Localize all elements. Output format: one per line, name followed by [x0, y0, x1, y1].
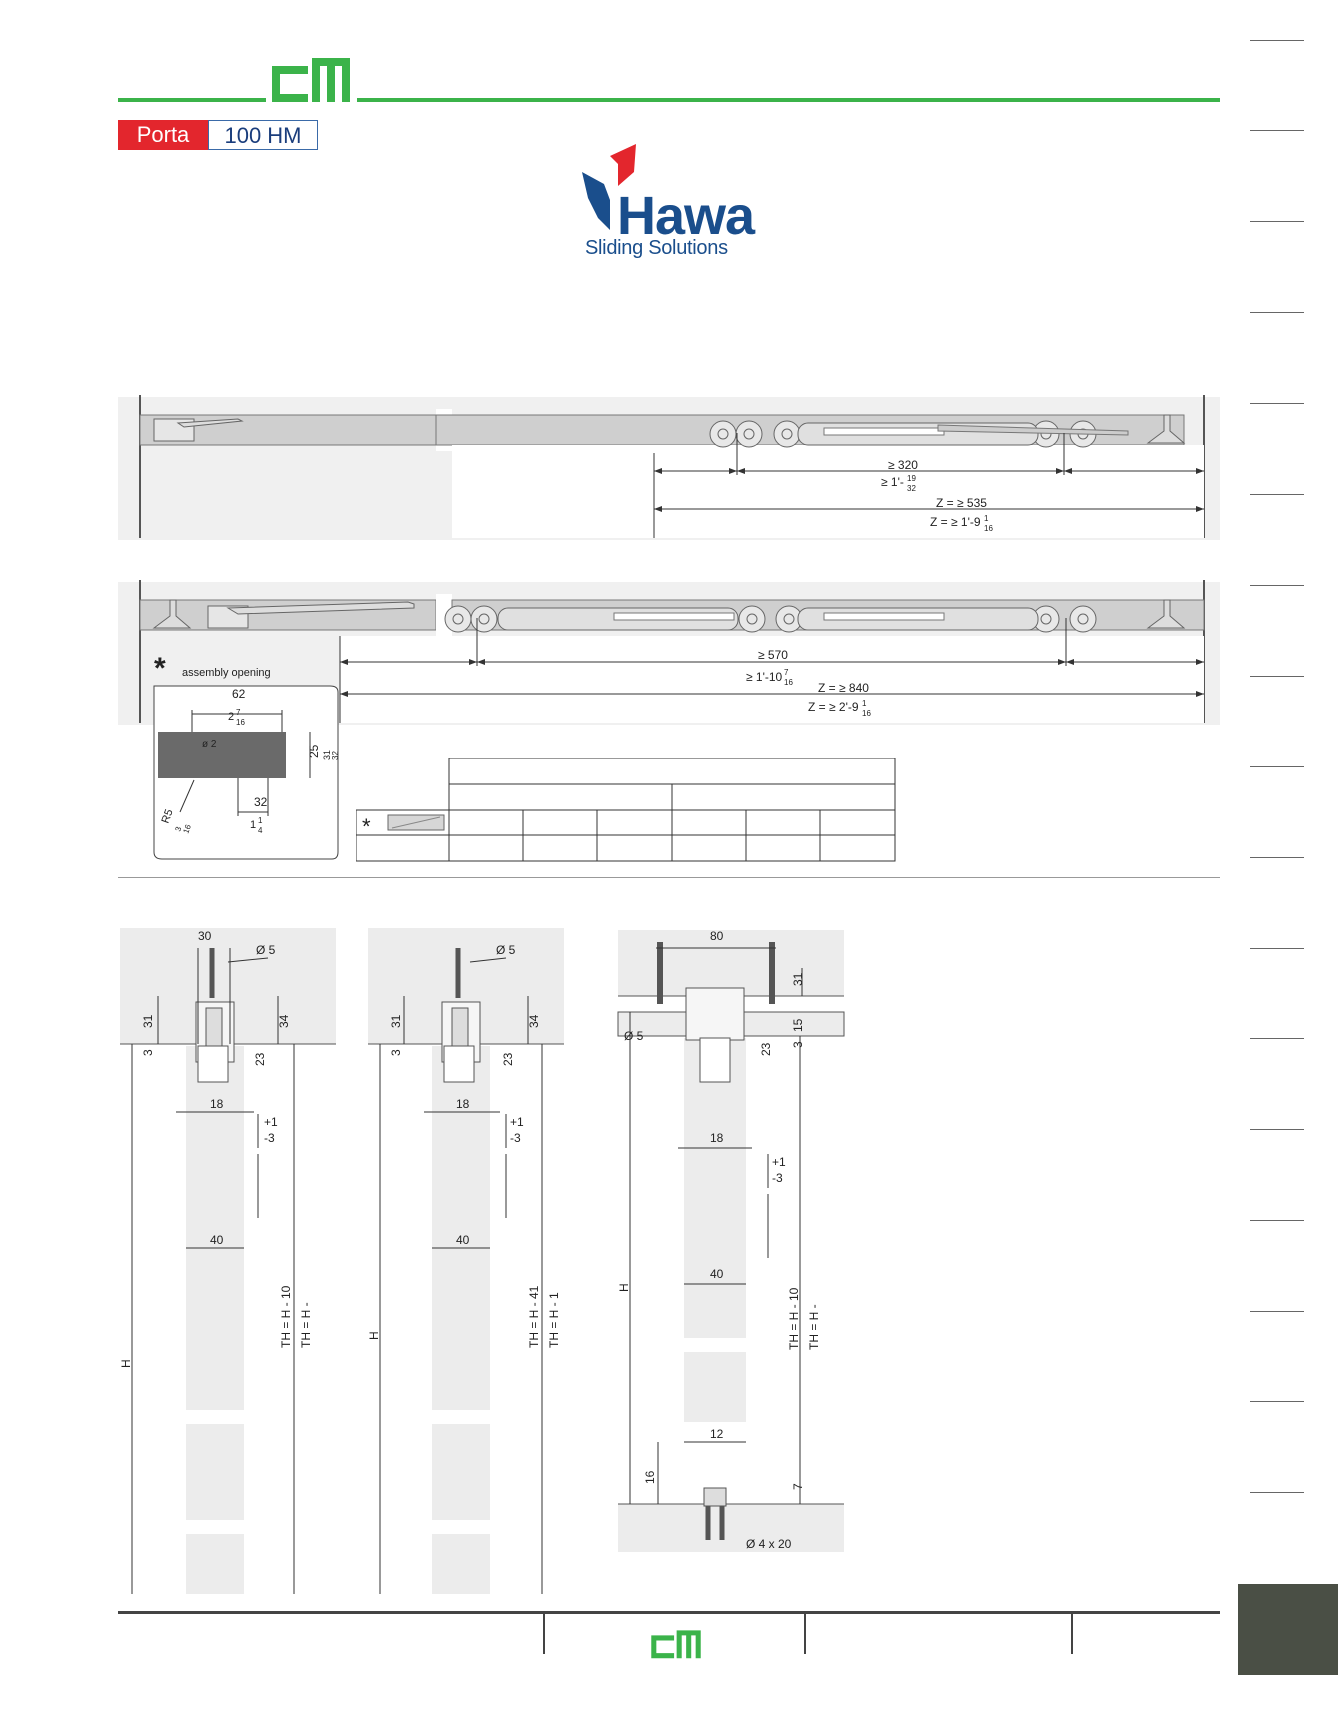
svg-text:1: 1	[258, 816, 263, 825]
dim-min-570: ≥ 570	[758, 648, 788, 662]
footer-cm-logo	[651, 1630, 701, 1659]
sec3-w80: 80	[710, 929, 724, 943]
dim-min-320: ≥ 320	[888, 458, 918, 472]
sec3-h23: 23	[759, 1042, 773, 1056]
footer-divider-1	[543, 1614, 545, 1654]
hawa-logo-icon	[582, 144, 636, 230]
assembly-opening-label: assembly opening	[182, 667, 271, 679]
svg-text:*: *	[362, 814, 371, 839]
dim-min-570-imp: ≥ 1'-10	[746, 670, 783, 684]
svg-text:2: 2	[228, 711, 234, 723]
svg-text:*: *	[154, 652, 166, 685]
sec3-adj-minus: -3	[772, 1171, 783, 1185]
assembly-w62: 62	[232, 687, 246, 701]
svg-text:1: 1	[984, 514, 989, 523]
dim-z-535-imp: Z = ≥ 1'-9	[930, 515, 981, 529]
sec1-adj-plus: +1	[264, 1115, 278, 1129]
section-detail-3: 80 Ø 5 31 15 3 23 18 +1 -3 40 H TH = H -…	[617, 929, 845, 1552]
footer-divider-2	[804, 1614, 806, 1654]
sec2-w18: 18	[456, 1097, 470, 1111]
dim-min-320-imp: ≥ 1'-	[881, 475, 904, 489]
sec2-w40: 40	[456, 1233, 470, 1247]
assembly-dia2: ø 2	[202, 739, 217, 750]
svg-text:19: 19	[907, 474, 916, 483]
sec3-h: H	[617, 1283, 631, 1292]
header-rule-right	[357, 98, 1220, 102]
sec3-screw: Ø 4 x 20	[746, 1537, 792, 1551]
section-detail-2: Ø 5 31 34 3 23 18 +1 -3 40 H TH = H - 41…	[367, 928, 564, 1594]
track-drawing-1: ≥ 320 ≥ 1'- 19 32 Z = ≥ 535 Z = ≥ 1'-9 1…	[118, 395, 1220, 540]
sec1-dia5: Ø 5	[256, 943, 276, 957]
sec2-h23: 23	[501, 1052, 515, 1066]
assembly-opening-detail: * assembly opening 62 2 7 16 ø 2 25 31 3…	[153, 652, 340, 860]
footer-rule	[118, 1611, 1220, 1614]
svg-text:7: 7	[236, 708, 241, 717]
product-tag: Porta	[118, 120, 208, 150]
svg-text:32: 32	[331, 751, 340, 760]
dim-z-840-imp: Z = ≥ 2'-9	[808, 700, 859, 714]
sec3-adj-plus: +1	[772, 1155, 786, 1169]
dim-z-840: Z = ≥ 840	[818, 681, 869, 695]
sec1-h: H	[119, 1359, 133, 1368]
svg-text:32: 32	[907, 484, 916, 493]
sec2-h3: 3	[389, 1049, 403, 1056]
sec1-h3: 3	[141, 1049, 155, 1056]
sec2-h: H	[367, 1331, 381, 1340]
sec3-h15: 15	[791, 1018, 805, 1032]
sec3-h31: 31	[791, 972, 805, 986]
sec2-adj-plus: +1	[510, 1115, 524, 1129]
sec3-h16: 16	[643, 1470, 657, 1484]
assembly-h25: 25	[307, 744, 321, 758]
sec3-dia5: Ø 5	[624, 1029, 644, 1043]
sec1-adj-minus: -3	[264, 1131, 275, 1145]
section-divider	[118, 877, 1220, 878]
sec1-h34: 34	[277, 1014, 291, 1028]
footer-divider-3	[1071, 1614, 1073, 1654]
sec1-th: TH = H - 10	[279, 1285, 293, 1348]
assembly-r5: R5	[160, 808, 176, 825]
assembly-w32: 32	[254, 795, 268, 809]
svg-text:4: 4	[258, 826, 263, 835]
brand-name: Hawa	[617, 186, 755, 246]
svg-text:3: 3	[173, 825, 183, 833]
sec1-h23: 23	[253, 1052, 267, 1066]
sec2-h34: 34	[527, 1014, 541, 1028]
sec3-h3: 3	[791, 1041, 805, 1048]
sec3-w40: 40	[710, 1267, 724, 1281]
track-drawing-2: ≥ 570 ≥ 1'-10 7 16 Z = ≥ 840 Z = ≥ 2'-9 …	[118, 580, 1220, 725]
model-tag: 100 HM	[208, 120, 318, 150]
sec3-w18: 18	[710, 1131, 724, 1145]
dim-z-535: Z = ≥ 535	[936, 496, 987, 510]
cm-logo	[272, 58, 350, 102]
sec2-th-imp: TH = H - 1	[547, 1292, 561, 1348]
svg-text:16: 16	[984, 524, 993, 533]
sec1-w40: 40	[210, 1233, 224, 1247]
sec3-th-imp: TH = H -	[807, 1304, 821, 1350]
svg-text:7: 7	[784, 668, 789, 677]
sec2-th: TH = H - 41	[527, 1285, 541, 1348]
svg-text:16: 16	[862, 709, 871, 718]
spec-table-grid: *	[356, 758, 896, 862]
sec2-dia5: Ø 5	[496, 943, 516, 957]
sec3-h7: 7	[791, 1483, 805, 1490]
sec2-adj-minus: -3	[510, 1131, 521, 1145]
header-rule-left	[118, 98, 266, 102]
svg-text:16: 16	[784, 678, 793, 687]
sec2-h31: 31	[389, 1014, 403, 1028]
page-corner-block	[1238, 1584, 1338, 1675]
svg-text:31: 31	[322, 750, 332, 760]
svg-text:16: 16	[236, 718, 245, 727]
svg-text:16: 16	[181, 823, 193, 835]
sec1-th-imp: TH = H -	[299, 1302, 313, 1348]
brand-tagline: Sliding Solutions	[585, 237, 728, 259]
sec1-w30: 30	[198, 929, 212, 943]
sec3-th: TH = H - 10	[787, 1287, 801, 1350]
sec1-w18: 18	[210, 1097, 224, 1111]
sec3-w12: 12	[710, 1427, 724, 1441]
section-detail-1: 30 Ø 5 31 34 3 23 18 +1 -3 40 H TH = H -…	[119, 928, 336, 1594]
svg-text:1: 1	[250, 819, 256, 831]
svg-text:1: 1	[862, 699, 867, 708]
sec1-h31: 31	[141, 1014, 155, 1028]
